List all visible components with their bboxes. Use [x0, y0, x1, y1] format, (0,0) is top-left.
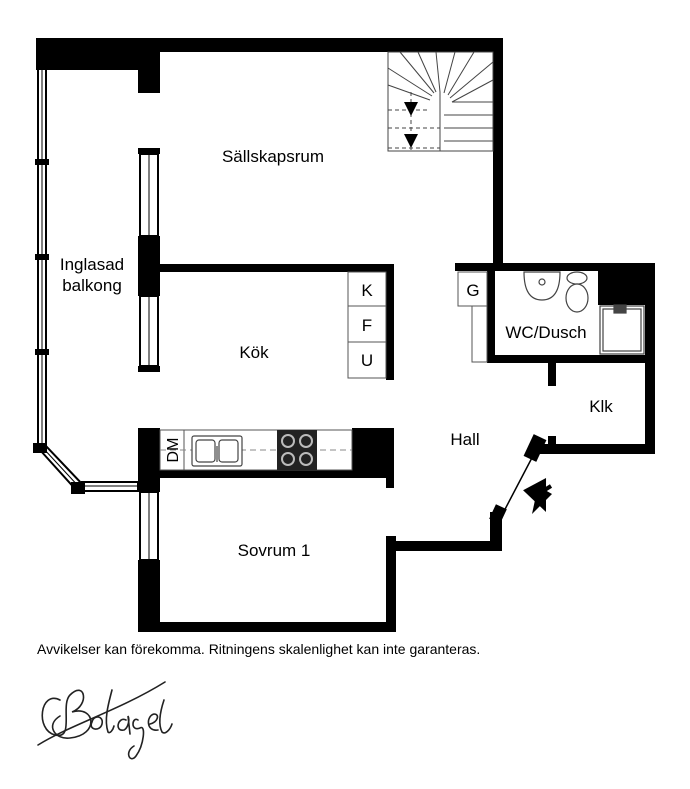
- fixture-u-label: U: [361, 351, 373, 370]
- door-jamb: [489, 504, 507, 524]
- fixture-f-label: F: [362, 316, 372, 335]
- balcony-glazing: [33, 67, 139, 494]
- room-label-sallskapsrum: Sällskapsrum: [222, 147, 324, 166]
- walls: [36, 38, 655, 632]
- kfu-cabinets: [347, 271, 387, 379]
- stove-icon: [277, 430, 317, 470]
- fixture-k-label: K: [361, 281, 373, 300]
- room-label-sovrum: Sovrum 1: [238, 541, 311, 560]
- sink-icon: [523, 271, 561, 301]
- room-label-balkong-1: Inglasad: [60, 255, 124, 274]
- room-label-klk: Klk: [589, 397, 613, 416]
- windows: [139, 153, 159, 561]
- toilet-icon: [565, 271, 589, 313]
- dishwasher-label: DM: [165, 438, 182, 463]
- disclaimer-text: Avvikelser kan förekomma. Ritningens ska…: [37, 641, 481, 657]
- sink-icon: [191, 435, 243, 467]
- stair-arrow-icon: [404, 102, 418, 148]
- room-label-wc: WC/Dusch: [505, 323, 586, 342]
- wardrobe-g: [457, 271, 488, 363]
- entrance-door: [501, 451, 536, 516]
- entrance-arrow-icon: [523, 478, 553, 514]
- shower-icon: [599, 304, 645, 355]
- bolaget-logo: [37, 681, 173, 760]
- fixture-g-label: G: [466, 281, 479, 300]
- kitchen-counter: [159, 429, 353, 471]
- room-label-kok: Kök: [239, 343, 269, 362]
- staircase: [387, 51, 494, 152]
- room-label-balkong-2: balkong: [62, 276, 122, 295]
- room-label-hall: Hall: [450, 430, 479, 449]
